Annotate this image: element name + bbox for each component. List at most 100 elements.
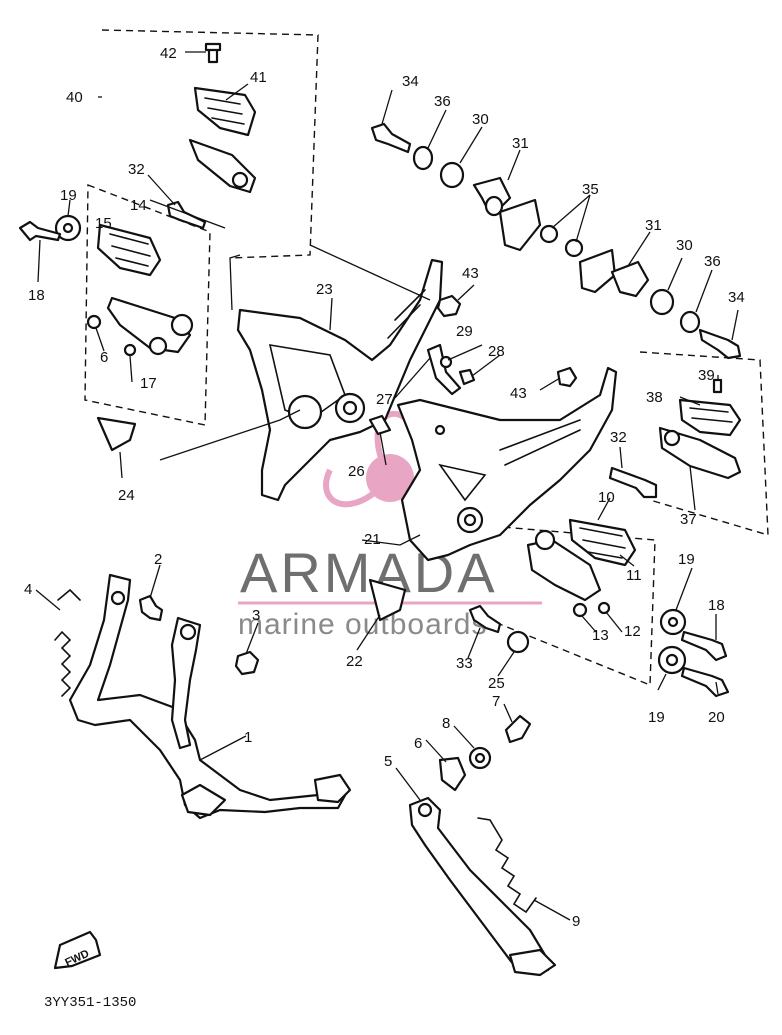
- nut-35-b: [564, 238, 584, 258]
- bolt-32-left: [166, 200, 207, 230]
- callout-18-left: 18: [28, 287, 45, 304]
- side-stand-foot: [508, 948, 557, 977]
- cover-22: [368, 578, 407, 622]
- callout-10: 10: [598, 489, 615, 506]
- clip-12: [597, 601, 611, 615]
- callouts: 42 41 40 32 14 19 15 18 6 17 23 24 34 36…: [24, 45, 745, 930]
- callout-1: 1: [244, 729, 252, 746]
- washer-36-right: [679, 310, 701, 334]
- footrest-peg-38: [678, 398, 742, 437]
- callout-29: 29: [456, 323, 473, 340]
- footrest-peg-10: [568, 518, 637, 567]
- callout-17: 17: [140, 375, 157, 392]
- propeller-hub: [366, 454, 414, 502]
- bolt-33: [468, 604, 502, 634]
- diagram-code: 3YY351-1350: [44, 995, 136, 1011]
- bolt-18-right: [680, 630, 728, 662]
- group-box-37: [639, 351, 769, 536]
- callout-34-top: 34: [402, 73, 419, 90]
- callout-39: 39: [698, 367, 715, 384]
- nut-43-right: [556, 366, 578, 388]
- callout-3: 3: [252, 607, 260, 624]
- callout-4: 4: [24, 581, 32, 598]
- callout-2: 2: [154, 551, 162, 568]
- callout-40: 40: [66, 89, 83, 106]
- bolt-7: [504, 714, 532, 744]
- callout-32-left: 32: [128, 161, 145, 178]
- callout-20: 20: [708, 709, 725, 726]
- plate-24: [96, 416, 137, 452]
- center-stand-pedal: [313, 773, 352, 804]
- washer-36-top: [412, 145, 434, 171]
- upper-spacer-assembly: [370, 122, 742, 360]
- callout-32-right: 32: [610, 429, 627, 446]
- screw-28: [458, 368, 476, 386]
- callout-6-right: 6: [414, 735, 422, 752]
- bolt-34-top: [370, 122, 412, 154]
- callout-33: 33: [456, 655, 473, 672]
- callout-27: 27: [376, 391, 393, 408]
- spring-4: [54, 588, 81, 697]
- watermark: ARMADA marine outboards: [238, 410, 542, 641]
- nut-43-left: [436, 294, 462, 318]
- passenger-footrest-left: [188, 42, 257, 194]
- watermark-tagline: marine outboards: [238, 608, 487, 641]
- bolt-32-right: [608, 466, 658, 499]
- footrest-bracket-23: [236, 258, 444, 502]
- callout-30-top: 30: [472, 111, 489, 128]
- bolt-18-left: [18, 220, 62, 242]
- collar-30-top: [439, 161, 465, 189]
- callout-11: 11: [626, 567, 642, 584]
- callout-38: 38: [646, 389, 663, 406]
- callout-43-right: 43: [510, 385, 527, 402]
- bracket-plate-upper: [498, 198, 542, 252]
- callout-12: 12: [624, 623, 641, 640]
- cap-25: [506, 630, 530, 654]
- callout-35: 35: [582, 181, 599, 198]
- callout-6-left: 6: [100, 349, 108, 366]
- callout-8: 8: [442, 715, 450, 732]
- bracket-6: [438, 756, 467, 792]
- side-stand: [408, 714, 557, 977]
- nut-3: [234, 650, 260, 676]
- footrest-bracket-right: [526, 538, 602, 602]
- callout-19-right-a: 19: [678, 551, 695, 568]
- bolt-2: [138, 594, 164, 622]
- callout-24: 24: [118, 487, 135, 504]
- callout-28: 28: [488, 343, 505, 360]
- washer-29: [439, 355, 453, 369]
- pin-13: [572, 602, 588, 618]
- side-stand-leg: [408, 796, 550, 974]
- collar-30-right: [649, 288, 675, 316]
- bracket-27: [426, 343, 462, 396]
- forward-arrow-icon: FWD: [53, 930, 102, 969]
- callout-13: 13: [592, 627, 609, 644]
- center-stand-frame: [68, 573, 350, 820]
- callout-23: 23: [316, 281, 333, 298]
- bolt-34-right: [698, 328, 742, 360]
- callout-41: 41: [250, 69, 267, 86]
- callout-22: 22: [346, 653, 363, 670]
- callout-15: 15: [95, 215, 112, 232]
- callout-31-right: 31: [645, 217, 662, 234]
- rider-footrest-right: [526, 518, 730, 698]
- group-box-40: [101, 29, 319, 259]
- callout-26: 26: [348, 463, 365, 480]
- callout-42: 42: [160, 45, 177, 62]
- callout-19-left: 19: [60, 187, 77, 204]
- spacer-31-right: [610, 260, 650, 298]
- callout-9: 9: [572, 913, 580, 930]
- footrest-bracket-21: [396, 366, 618, 562]
- callout-19-right-b: 19: [648, 709, 665, 726]
- pin-26: [368, 414, 392, 436]
- passenger-footrest-right: [658, 378, 742, 480]
- clip-17: [123, 343, 137, 357]
- callout-7: 7: [492, 693, 500, 710]
- callout-14: 14: [130, 197, 147, 214]
- bolt-39: [712, 378, 723, 394]
- bracket-plate-lower: [578, 248, 617, 294]
- callout-31-top: 31: [512, 135, 529, 152]
- callout-18-right: 18: [708, 597, 725, 614]
- pin-16: [86, 314, 102, 330]
